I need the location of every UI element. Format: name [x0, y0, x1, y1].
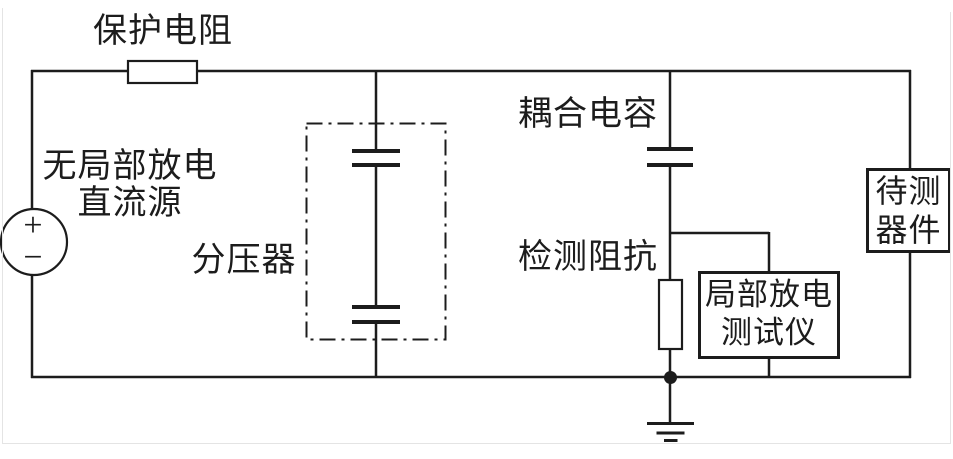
junction-dot	[664, 371, 677, 384]
dc-source-plus-sign: +	[23, 207, 43, 244]
pd-tester-box: 局部放电 测试仪	[698, 271, 840, 359]
voltage-divider-boundary	[305, 122, 447, 341]
dc-source-label-line2: 直流源	[77, 185, 183, 222]
dut-label-line1: 待测	[875, 173, 942, 209]
voltage-divider-label: 分压器	[191, 242, 297, 279]
dc-source-label: 无局部放电 直流源	[30, 148, 230, 222]
dc-source-minus-sign: −	[23, 239, 43, 276]
ground-symbol	[647, 422, 694, 442]
figure-frame-left	[2, 8, 3, 444]
figure-frame-bottom	[2, 443, 951, 444]
figure-frame-right	[950, 12, 951, 444]
pd-tester-label-line2: 测试仪	[721, 315, 817, 350]
detection-impedance-symbol	[657, 278, 684, 351]
dc-source-symbol	[0, 207, 69, 277]
dc-source-label-line1: 无局部放电	[42, 148, 218, 185]
device-under-test-box: 待测 器件	[866, 168, 951, 253]
pd-tester-label-line1: 局部放电	[705, 277, 833, 312]
protection-resistor-symbol	[126, 59, 199, 85]
dut-label-line2: 器件	[875, 212, 942, 248]
protection-resistor-label: 保护电阻	[93, 13, 233, 50]
detection-impedance-label: 检测阻抗	[518, 239, 658, 276]
coupling-capacitor-label: 耦合电容	[518, 96, 658, 133]
